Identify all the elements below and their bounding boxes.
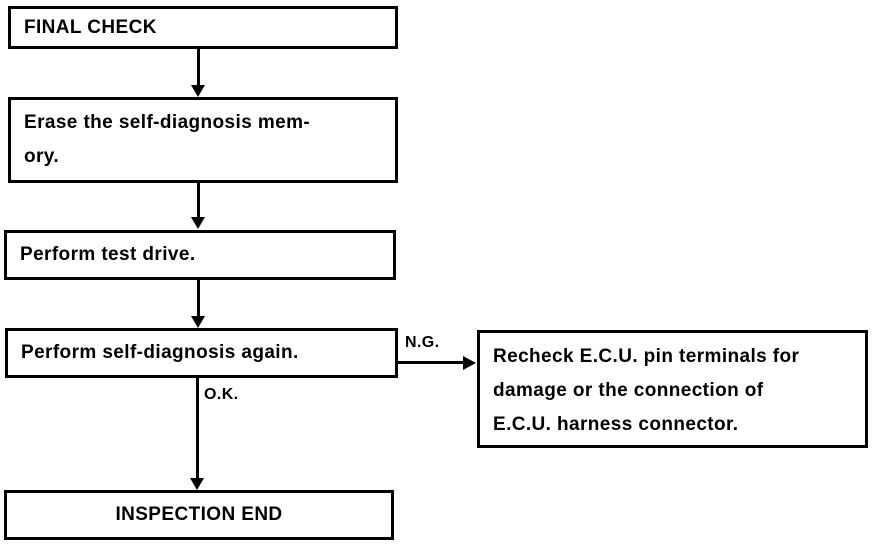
arrowhead-down-icon — [190, 478, 204, 490]
node-erase-memory: Erase the self-diagnosis mem- ory. — [8, 97, 398, 183]
node-inspection-end-label: INSPECTION END — [115, 504, 283, 525]
arrowhead-down-icon — [191, 316, 205, 328]
arrowhead-right-icon — [463, 356, 476, 370]
node-recheck-ecu: Recheck E.C.U. pin terminals for damage … — [477, 330, 868, 448]
arrow-erase-to-testdrive — [197, 183, 200, 218]
node-test-drive-label: Perform test drive. — [20, 244, 196, 265]
arrow-final-to-erase — [197, 49, 200, 86]
arrowhead-down-icon — [191, 217, 205, 229]
node-self-diagnosis: Perform self-diagnosis again. — [5, 328, 398, 378]
edge-label-ng: N.G. — [405, 334, 440, 351]
node-final-check-label: FINAL CHECK — [24, 16, 157, 38]
node-erase-memory-label: Erase the self-diagnosis mem- ory. — [24, 112, 311, 167]
node-test-drive: Perform test drive. — [4, 230, 396, 280]
node-final-check: FINAL CHECK — [8, 6, 398, 49]
edge-label-ok: O.K. — [204, 386, 239, 403]
arrow-ng-to-recheck — [398, 361, 464, 364]
node-recheck-ecu-label: Recheck E.C.U. pin terminals for damage … — [493, 346, 800, 435]
arrowhead-down-icon — [191, 85, 205, 97]
arrow-testdrive-to-selfdiag — [197, 280, 200, 317]
node-inspection-end: INSPECTION END — [4, 490, 394, 540]
node-self-diagnosis-label: Perform self-diagnosis again. — [21, 342, 299, 363]
arrow-ok-to-inspection-end — [196, 378, 199, 479]
